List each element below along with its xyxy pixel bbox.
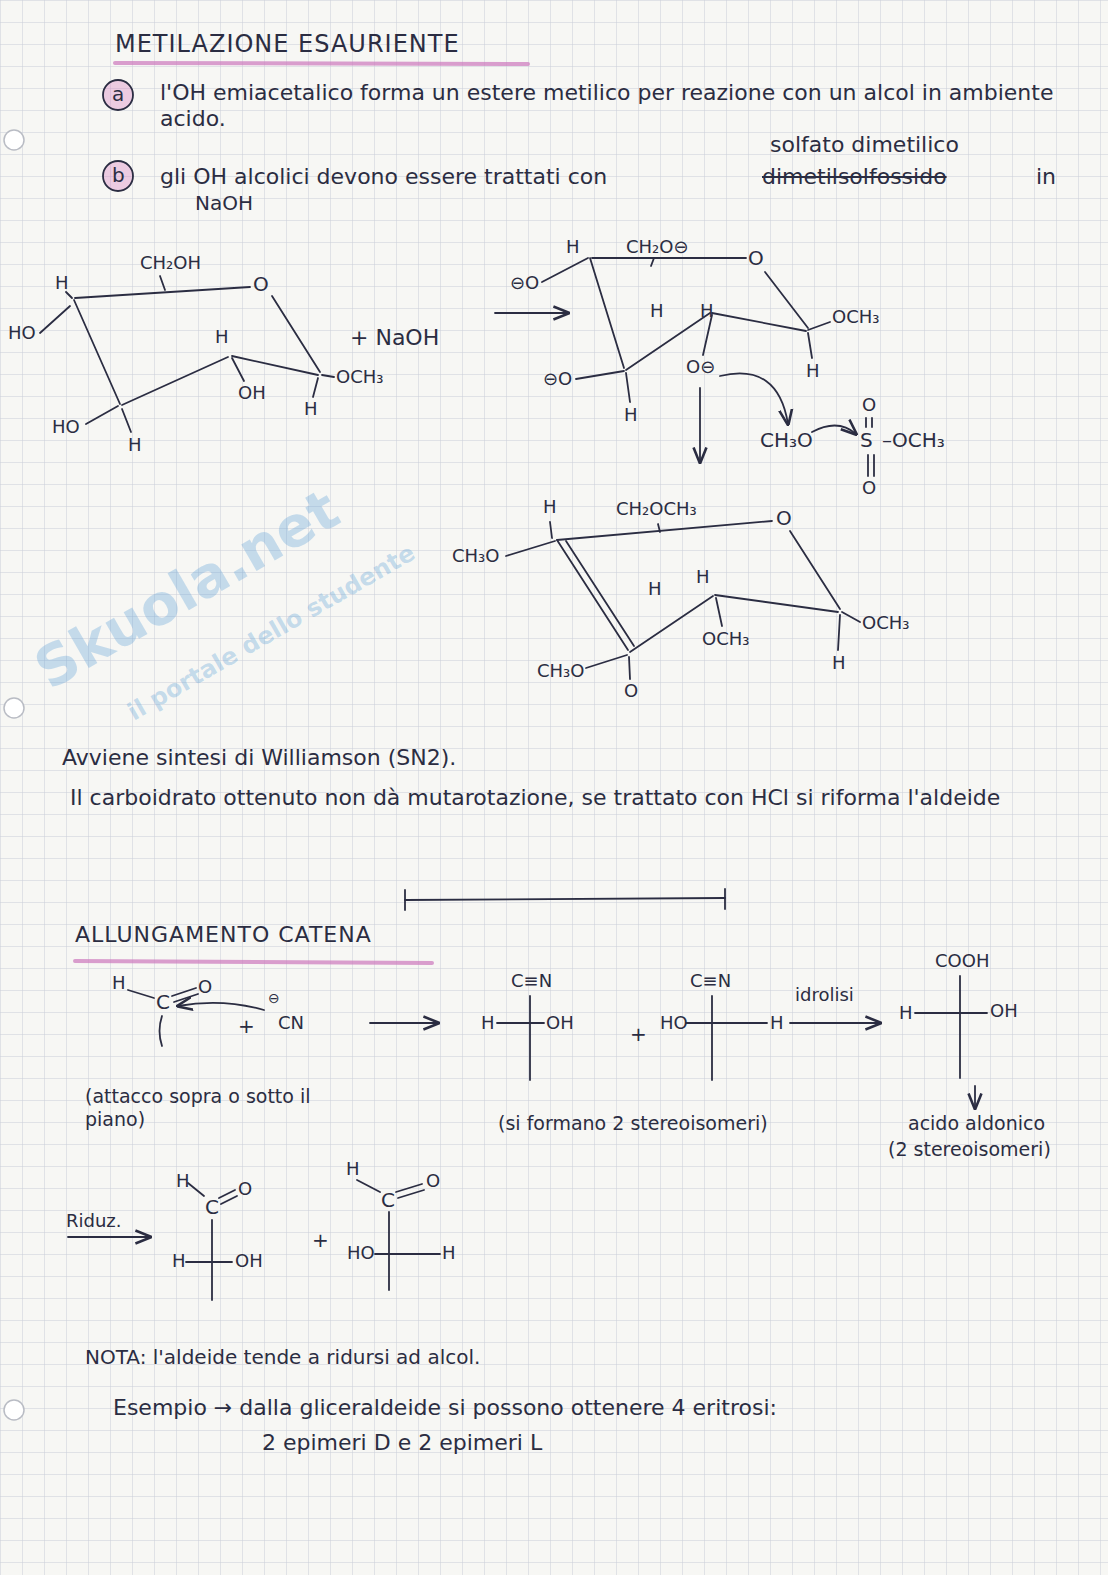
atom-label: O <box>624 680 638 702</box>
atom-label: H <box>128 434 142 456</box>
note-text: NaOH <box>195 191 253 215</box>
atom-label: CH₂OH <box>140 252 201 274</box>
note-text: acido aldonico <box>908 1112 1045 1135</box>
atom-label: OCH₃ <box>336 366 384 388</box>
section-heading: ALLUNGAMENTO CATENA <box>75 922 372 948</box>
atom-label: H <box>832 652 846 674</box>
atom-label: –OCH₃ <box>882 428 945 452</box>
atom-label: C <box>156 990 170 1014</box>
atom-label: O <box>748 246 764 270</box>
note-text: gli OH alcolici devono essere trattati c… <box>160 164 607 190</box>
atom-label: CH₂O⊖ <box>626 236 689 258</box>
atom-label: OCH₃ <box>702 628 750 650</box>
circled-letter: a <box>112 82 124 106</box>
atom-label: H <box>624 404 638 426</box>
struck-text: dimetilsolfossido <box>762 164 947 190</box>
atom-label: OH <box>235 1250 263 1272</box>
circled-letter: b <box>112 163 125 187</box>
note-text: Il carboidrato ottenuto non dà mutarotaz… <box>70 785 1040 811</box>
note-text: in <box>1036 164 1056 190</box>
atom-label: H <box>648 578 662 600</box>
note-text: Avviene sintesi di Williamson (SN2). <box>62 745 456 771</box>
atom-label: O⊖ <box>686 356 715 378</box>
atom-label: H <box>770 1012 784 1034</box>
atom-label: ⊖O <box>510 272 539 294</box>
atom-label: + <box>630 1022 647 1046</box>
atom-label: H <box>696 566 710 588</box>
atom-label: ⊖O <box>543 368 572 390</box>
atom-label: CH₃O <box>760 428 813 452</box>
atom-label: + <box>312 1228 329 1252</box>
atom-label: C <box>205 1195 219 1219</box>
atom-label: H <box>172 1250 186 1272</box>
atom-label: O <box>426 1170 440 1192</box>
atom-label: O <box>862 477 876 499</box>
note-text: (si formano 2 stereoisomeri) <box>498 1112 768 1135</box>
note-text: idrolisi <box>795 984 854 1006</box>
atom-label: H <box>700 300 714 322</box>
atom-label: OH <box>546 1012 574 1034</box>
atom-label: H <box>55 272 69 294</box>
atom-label: H <box>304 398 318 420</box>
atom-label: H <box>112 972 126 994</box>
atom-label: H <box>346 1158 360 1180</box>
atom-label: OCH₃ <box>832 306 880 328</box>
atom-label: H <box>215 326 229 348</box>
note-text: Esempio → dalla gliceraldeide si possono… <box>113 1395 777 1421</box>
page-title: METILAZIONE ESAURIENTE <box>115 30 460 59</box>
structure-bonds <box>40 258 987 1300</box>
atom-label: H <box>806 360 820 382</box>
atom-label: O <box>253 272 269 296</box>
atom-label: H <box>481 1012 495 1034</box>
note-text: 2 epimeri D e 2 epimeri L <box>262 1430 542 1456</box>
note-text: solfato dimetilico <box>770 132 959 158</box>
note-text: (attacco sopra o sotto il piano) <box>85 1085 347 1131</box>
atom-label: H <box>176 1170 190 1192</box>
circled-letter-mark <box>103 80 133 191</box>
atom-label: C <box>381 1188 395 1212</box>
note-text: Riduz. <box>66 1210 122 1232</box>
atom-label: + <box>238 1014 255 1038</box>
atom-label: C≡N <box>511 970 552 992</box>
atom-label: OH <box>238 382 266 404</box>
atom-label: C≡N <box>690 970 731 992</box>
atom-label: S <box>860 428 873 452</box>
atom-label: CN <box>278 1012 304 1034</box>
atom-label: ⊖ <box>268 990 280 1007</box>
atom-label: HO <box>347 1242 375 1264</box>
note-text: (2 stereoisomeri) <box>888 1138 1051 1161</box>
atom-label: H <box>543 496 557 518</box>
atom-label: OCH₃ <box>862 612 910 634</box>
atom-label: O <box>862 394 876 416</box>
atom-label: H <box>899 1002 913 1024</box>
atom-label: OH <box>990 1000 1018 1022</box>
atom-label: CH₂OCH₃ <box>616 498 697 520</box>
atom-label: O <box>238 1178 252 1200</box>
note-text: + NaOH <box>350 325 439 351</box>
note-text: NOTA: l'aldeide tende a ridursi ad alcol… <box>85 1345 480 1369</box>
atom-label: O <box>776 506 792 530</box>
atom-label: H <box>650 300 664 322</box>
atom-label: CH₃O <box>537 660 585 682</box>
atom-label: HO <box>660 1012 688 1034</box>
note-text: l'OH emiacetalico forma un estere metili… <box>160 80 1060 133</box>
atom-label: O <box>198 976 212 998</box>
atom-label: CH₃O <box>452 545 500 567</box>
atom-label: HO <box>8 322 36 344</box>
atom-label: COOH <box>935 950 989 972</box>
atom-label: H <box>442 1242 456 1264</box>
atom-label: H <box>566 236 580 258</box>
atom-label: HO <box>52 416 80 438</box>
